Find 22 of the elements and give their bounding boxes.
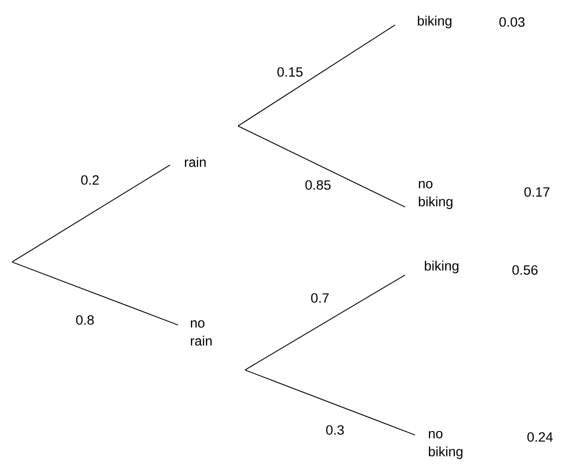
node-label: no biking (428, 430, 462, 460)
node-label: rain (184, 157, 206, 167)
probability-label: 0.03 (499, 17, 525, 27)
branch-line (12, 164, 170, 262)
probability-label: 0.17 (524, 187, 550, 197)
probability-label: 0.56 (512, 265, 538, 275)
node-label: biking (424, 260, 458, 274)
node-label: no rain (190, 320, 212, 346)
probability-label: 0.24 (527, 432, 553, 442)
edge-label: 0.2 (80, 174, 100, 186)
edge-label: 0.7 (310, 292, 330, 304)
edge-label: 0.8 (74, 314, 96, 326)
branch-line (238, 24, 396, 126)
node-label: biking (418, 16, 452, 28)
branch-line (244, 274, 406, 370)
branch-line (12, 262, 178, 326)
node-label: no biking (418, 180, 452, 210)
edge-label: 0.85 (304, 179, 332, 191)
edge-label: 0.3 (324, 424, 346, 436)
branch-line (238, 126, 406, 208)
branch-line (244, 370, 416, 436)
edge-label: 0.15 (276, 66, 304, 78)
